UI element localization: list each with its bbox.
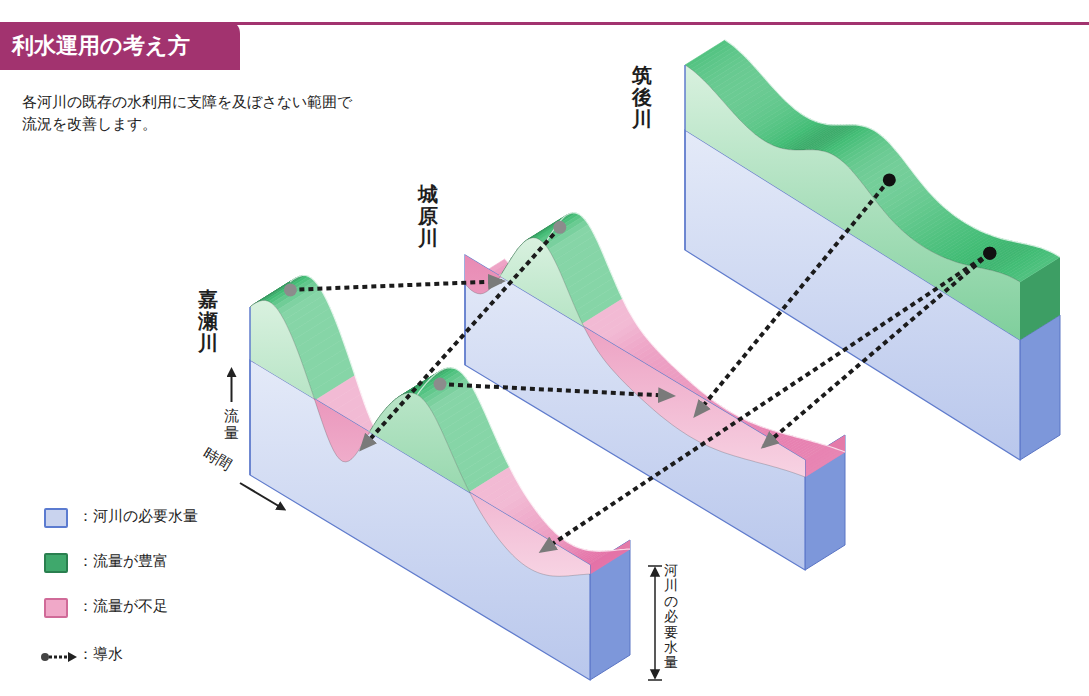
- river-name: 城原川: [418, 183, 438, 249]
- legend-label: ：流量が豊富: [78, 552, 168, 571]
- dimension-label: 河川の必要水量: [664, 563, 678, 671]
- legend-label: ：導水: [78, 645, 123, 664]
- river-slab-shape: [465, 213, 845, 570]
- water-transfer-arrow: [440, 384, 672, 396]
- transfer-origin-dot: [983, 247, 996, 260]
- axis-label: 流量: [224, 408, 239, 441]
- legend-label: ：河川の必要水量: [78, 507, 198, 526]
- section-title: 利水運用の考え方: [12, 31, 190, 61]
- river-name: 筑後川: [632, 64, 652, 130]
- transfer-origin-dot: [553, 221, 566, 234]
- description-note: 各河川の既存の水利用に支障を及ぼさない範囲で 流況を改善します。: [22, 92, 367, 136]
- river-slab: 嘉瀬川: [192, 270, 637, 682]
- required-bracket: [648, 566, 662, 680]
- flow-axis-arrow: [231, 372, 233, 402]
- river-slab-shape: [250, 276, 630, 681]
- transfer-origin-dot: [983, 247, 996, 260]
- river-slab: 筑後川: [628, 50, 1068, 465]
- water-transfer-arrow: [696, 180, 890, 415]
- transfer-origin-dot: [284, 283, 297, 296]
- water-transfer-arrow: [542, 253, 990, 551]
- transfer-origin-dot: [883, 173, 896, 186]
- legend-line-sample: [40, 649, 78, 665]
- time-axis-arrow: [240, 483, 282, 508]
- legend-label: ：流量が不足: [78, 597, 168, 616]
- title-tab: [0, 22, 240, 70]
- axis-label: 時間: [199, 444, 235, 476]
- water-transfer-arrow: [290, 281, 502, 290]
- legend-swatch: [44, 508, 68, 528]
- legend-swatch: [44, 598, 68, 618]
- legend-swatch: [44, 553, 68, 573]
- river-slab-shape: [685, 40, 1060, 460]
- water-transfer-arrow: [764, 253, 990, 446]
- river-name: 嘉瀬川: [198, 288, 218, 354]
- water-transfer-arrow: [362, 227, 560, 448]
- transfer-origin-dot: [434, 378, 447, 391]
- river-slab: 城原川: [412, 175, 852, 575]
